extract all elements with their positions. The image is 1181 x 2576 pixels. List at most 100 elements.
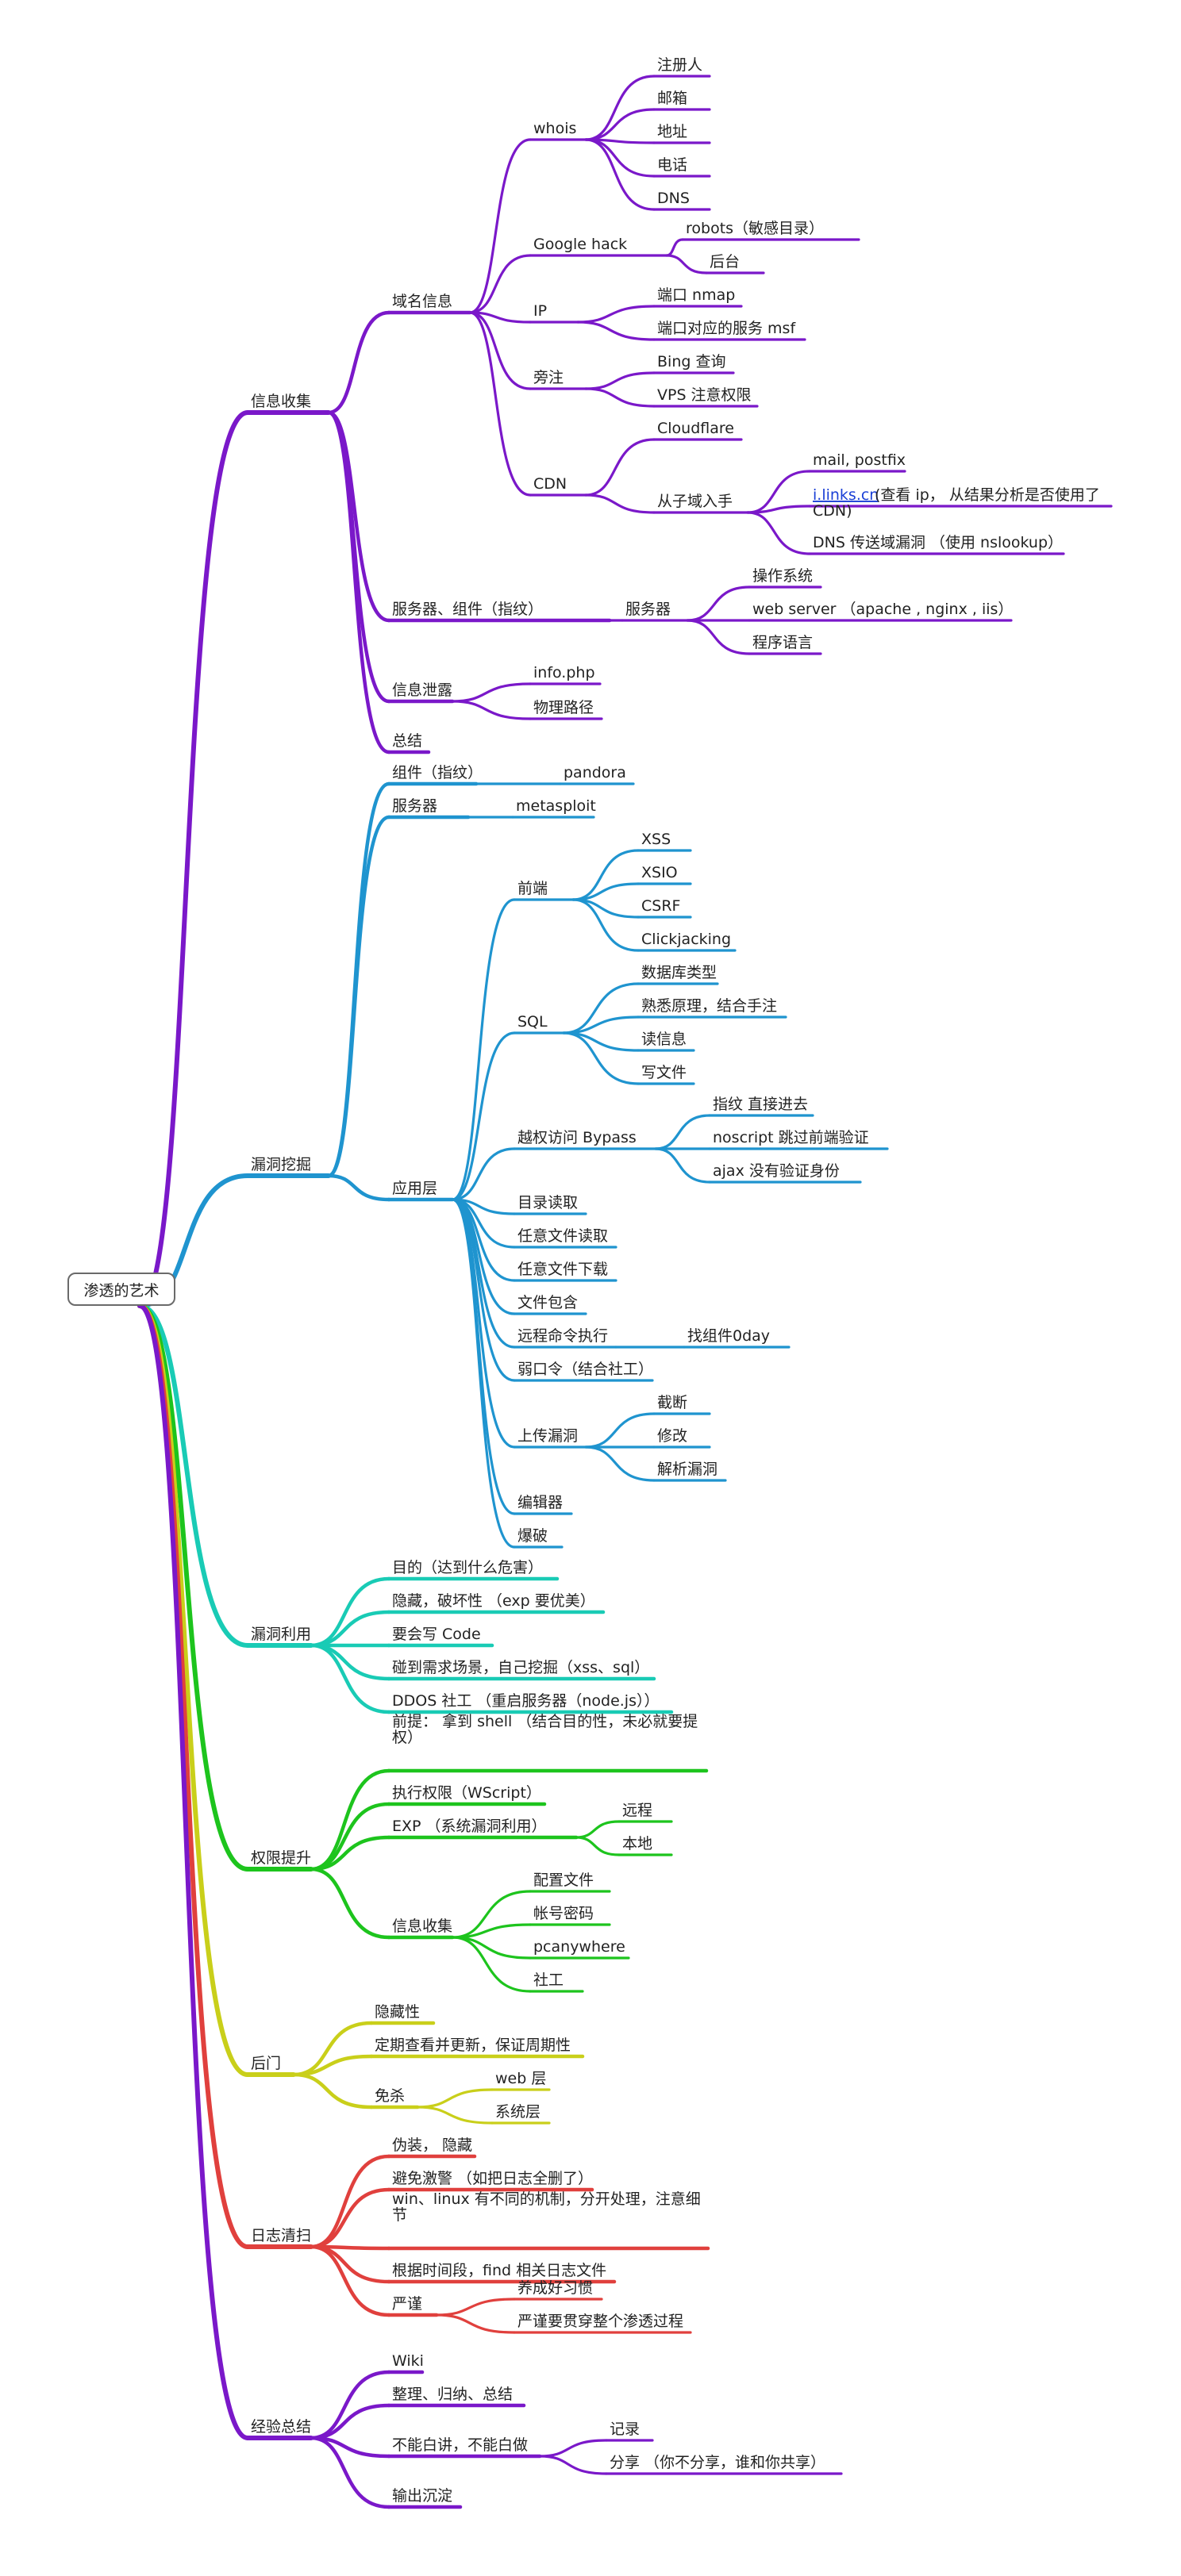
topic-b2n3f[interactable]: 任意文件下载 (517, 1261, 608, 1278)
topic-b3n4[interactable]: 碰到需求场景，自己挖掘（xss、sql） (392, 1659, 649, 1676)
topic-b6n1[interactable]: 伪装， 隐藏 (392, 2136, 472, 2154)
topic-b1n1a2[interactable]: 邮箱 (657, 90, 687, 107)
topic-b6[interactable]: 日志清扫 (251, 2227, 311, 2244)
topic-b1n1[interactable]: 域名信息 (392, 293, 452, 310)
topic-b4n4c[interactable]: pcanywhere (533, 1938, 625, 1956)
topic-b1n1e2b[interactable]: i.links.cn (813, 486, 879, 504)
topic-b7n4[interactable]: 输出沉淀 (392, 2487, 452, 2505)
root-topic[interactable]: 渗透的艺术 (67, 1273, 175, 1306)
topic-b1n2a1[interactable]: 操作系统 (752, 567, 813, 585)
topic-b1n4[interactable]: 总结 (392, 732, 422, 750)
topic-b6n3[interactable]: win、linux 有不同的机制，分开处理，注意细 (392, 2190, 701, 2208)
topic-b4n4d[interactable]: 社工 (533, 1971, 564, 1989)
topic-b1n1d2[interactable]: VPS 注意权限 (657, 386, 752, 404)
topic-b6n4[interactable]: 根据时间段，find 相关日志文件 (392, 2262, 606, 2279)
topic-b7[interactable]: 经验总结 (251, 2418, 311, 2436)
topic-b7n1[interactable]: Wiki (392, 2352, 424, 2370)
topic-b2[interactable]: 漏洞挖掘 (251, 1156, 311, 1173)
topic-b2n3j[interactable]: 上传漏洞 (517, 1427, 578, 1445)
topic-b2n3h1[interactable]: 找组件0day (687, 1327, 770, 1345)
topic-b1n1d1[interactable]: Bing 查询 (657, 353, 725, 370)
topic-b1n1e[interactable]: CDN (533, 475, 567, 493)
topic-b2n1a[interactable]: pandora (564, 764, 626, 781)
topic-b6n3-line2[interactable]: 节 (392, 2206, 407, 2224)
topic-b2n3j3[interactable]: 解析漏洞 (657, 1461, 717, 1478)
topic-b6n5a[interactable]: 养成好习惯 (517, 2279, 593, 2297)
topic-b1n3[interactable]: 信息泄露 (392, 681, 452, 699)
topic-b2n3b2[interactable]: 熟悉原理，结合手注 (641, 997, 777, 1015)
topic-b1n1a1[interactable]: 注册人 (657, 56, 702, 74)
topic-b2n3l[interactable]: 爆破 (517, 1527, 548, 1545)
topic-b4n4[interactable]: 信息收集 (392, 1918, 452, 1935)
topic-b1n1e1[interactable]: Cloudflare (657, 420, 734, 437)
topic-b4n2[interactable]: 执行权限（WScript） (392, 1784, 541, 1802)
topic-b1n2a2[interactable]: web server （apache , nginx , iis） (752, 601, 1013, 618)
topic-b4n4a[interactable]: 配置文件 (533, 1872, 594, 1889)
topic-b4n4b[interactable]: 帐号密码 (533, 1905, 594, 1922)
topic-b1n1a4[interactable]: 电话 (657, 156, 687, 174)
topic-b4[interactable]: 权限提升 (251, 1849, 311, 1867)
topic-b1n1b2[interactable]: 后台 (710, 253, 740, 271)
topic-b1n1c1[interactable]: 端口 nmap (657, 286, 735, 304)
topic-b2n3b1[interactable]: 数据库类型 (641, 964, 717, 981)
topic-b1n1b1[interactable]: robots（敏感目录） (686, 220, 824, 237)
topic-b1[interactable]: 信息收集 (251, 393, 311, 410)
topic-b5n2[interactable]: 定期查看并更新，保证周期性 (375, 2037, 571, 2054)
topic-b5n3b[interactable]: 系统层 (495, 2103, 540, 2121)
topic-b2n3a4[interactable]: Clickjacking (641, 931, 731, 948)
topic-b5[interactable]: 后门 (251, 2055, 281, 2072)
topic-b3n2[interactable]: 隐藏，破坏性 （exp 要优美） (392, 1592, 595, 1610)
topic-b1n1c[interactable]: IP (533, 302, 547, 320)
topic-b2n3b3[interactable]: 读信息 (641, 1031, 687, 1048)
topic-b5n3a[interactable]: web 层 (495, 2070, 546, 2087)
topic-b7n3[interactable]: 不能白讲，不能白做 (392, 2436, 528, 2454)
topic-b4n1-line2[interactable]: 权） (392, 1729, 422, 1746)
topic-b2n2[interactable]: 服务器 (392, 797, 437, 815)
topic-b3n5[interactable]: DDOS 社工 （重启服务器（node.js）） (392, 1692, 660, 1710)
topic-b4n3b[interactable]: 本地 (622, 1835, 652, 1852)
topic-b5n3[interactable]: 免杀 (375, 2087, 405, 2105)
topic-b2n3j2[interactable]: 修改 (657, 1427, 687, 1445)
topic-b6n5[interactable]: 严谨 (392, 2295, 422, 2313)
topic-b2n2a[interactable]: metasploit (516, 797, 596, 815)
topic-b1n1e2c[interactable]: DNS 传送域漏洞 （使用 nslookup） (813, 534, 1063, 551)
topic-b1n3b[interactable]: 物理路径 (533, 699, 594, 716)
topic-b6n5b[interactable]: 严谨要贯穿整个渗透过程 (517, 2313, 683, 2330)
topic-b2n3a2[interactable]: XSIO (641, 864, 678, 881)
topic-b2n3h[interactable]: 远程命令执行 (517, 1327, 608, 1345)
topic-b2n3g[interactable]: 文件包含 (517, 1294, 578, 1311)
topic-b5n1[interactable]: 隐藏性 (375, 2003, 420, 2021)
topic-b1n1d[interactable]: 旁注 (533, 369, 564, 386)
topic-b1n2[interactable]: 服务器、组件（指纹） (392, 601, 543, 618)
topic-b3n3[interactable]: 要会写 Code (392, 1626, 481, 1643)
topic-b2n3c1[interactable]: 指纹 直接进去 (713, 1096, 808, 1113)
topic-b1n1a5[interactable]: DNS (657, 190, 690, 207)
topic-b2n3c3[interactable]: ajax 没有验证身份 (713, 1162, 840, 1180)
topic-b1n1e2[interactable]: 从子域入手 (657, 493, 733, 510)
topic-b7n3b[interactable]: 分享 （你不分享，谁和你共享） (610, 2454, 825, 2471)
topic-b2n3e[interactable]: 任意文件读取 (517, 1227, 608, 1245)
topic-b7n2[interactable]: 整理、归纳、总结 (392, 2386, 513, 2403)
topic-b2n3i[interactable]: 弱口令（结合社工） (517, 1361, 653, 1378)
topic-b1n1b[interactable]: Google hack (533, 236, 627, 253)
topic-b2n3a3[interactable]: CSRF (641, 897, 680, 915)
topic-b7n3a[interactable]: 记录 (610, 2421, 640, 2438)
topic-b1n1c2[interactable]: 端口对应的服务 msf (657, 320, 796, 337)
topic-b2n3a[interactable]: 前端 (517, 880, 548, 897)
topic-b2n3j1[interactable]: 截断 (657, 1394, 687, 1411)
topic-b2n3d[interactable]: 目录读取 (517, 1194, 578, 1211)
topic-b1n1e2b-rest[interactable]: (查看 ip， 从结果分析是否使用了 (875, 486, 1100, 504)
topic-b3n1[interactable]: 目的（达到什么危害） (392, 1559, 543, 1576)
topic-b2n3b4[interactable]: 写文件 (641, 1064, 687, 1081)
topic-b2n3a1[interactable]: XSS (641, 831, 671, 848)
topic-b3[interactable]: 漏洞利用 (251, 1626, 311, 1643)
topic-b1n2a[interactable]: 服务器 (625, 601, 671, 618)
topic-b2n3c[interactable]: 越权访问 Bypass (517, 1129, 637, 1146)
topic-b2n3k[interactable]: 编辑器 (517, 1494, 563, 1511)
topic-b4n3a[interactable]: 远程 (622, 1802, 652, 1819)
topic-b2n3b[interactable]: SQL (517, 1013, 548, 1031)
topic-b2n3[interactable]: 应用层 (392, 1180, 437, 1197)
topic-b4n3[interactable]: EXP （系统漏洞利用） (392, 1818, 547, 1835)
topic-b2n3c2[interactable]: noscript 跳过前端验证 (713, 1129, 869, 1146)
topic-b1n1a[interactable]: whois (533, 120, 576, 137)
